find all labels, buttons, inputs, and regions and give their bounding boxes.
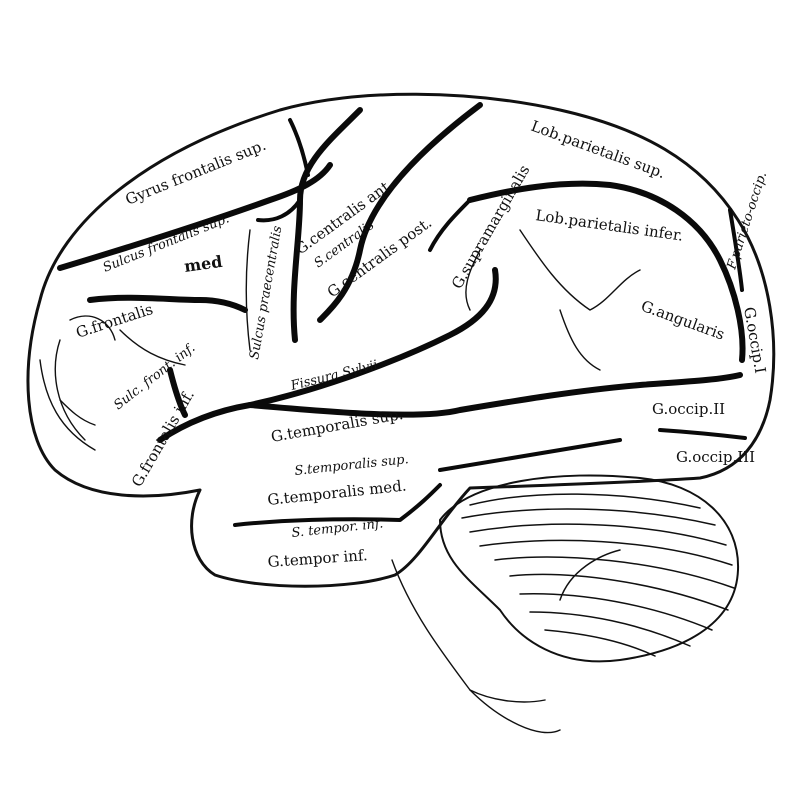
label-g-tempor-inf: G.tempor inf. <box>267 546 368 571</box>
label-g-occip-ii: G.occip.II <box>652 400 725 418</box>
label-sulcus-praecentralis: Sulcus praecentralis <box>247 224 285 360</box>
label-g-frontalis: G.frontalis <box>74 300 156 342</box>
cerebrum-outline <box>26 92 776 588</box>
cerebellum <box>439 474 740 663</box>
frontal-pole-gyri <box>39 315 116 451</box>
label-g-supramarginalis: G.supramarginalis <box>448 162 534 292</box>
brain-stem-outline-inner <box>469 689 546 703</box>
label-fissura-sylvii: Fissura Sylvii <box>288 358 379 394</box>
label-g-frontalis-inf: G.frontalis inf. <box>128 387 198 490</box>
label-med: med <box>183 252 224 276</box>
label-g-occip-iii: G.occip.III <box>676 448 755 466</box>
label-lob-parietalis-infer: Lob.parietalis infer. <box>534 206 684 245</box>
gyral-details <box>59 229 641 426</box>
sulci <box>57 102 747 527</box>
label-s-temporalis-sup: S.temporalis sup. <box>294 452 410 479</box>
label-g-angularis: G.angularis <box>639 297 727 344</box>
label-lob-parietalis-sup: Lob.parietalis sup. <box>529 117 668 182</box>
label-g-temporalis-med: G.temporalis med. <box>267 476 408 508</box>
